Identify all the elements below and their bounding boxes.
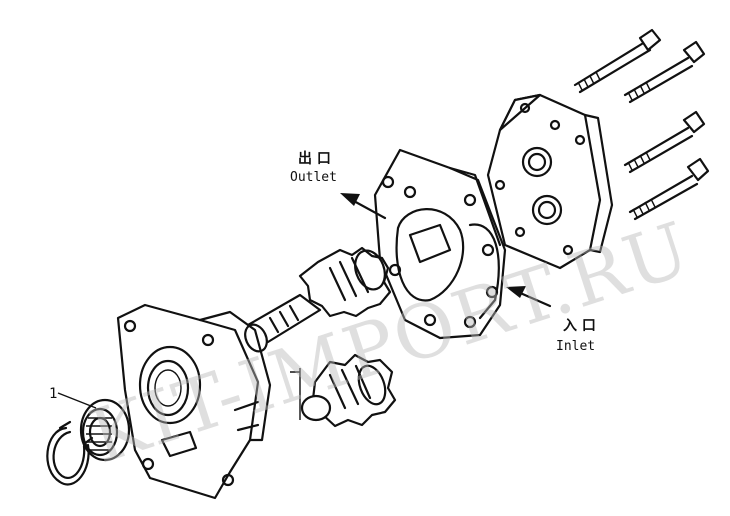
needle-bearing — [79, 398, 131, 462]
bolt-group — [573, 28, 710, 221]
part-callout-1: 1 — [49, 386, 57, 402]
bolt — [628, 157, 710, 221]
front-flange-housing — [116, 303, 272, 500]
driven-gear — [290, 353, 397, 428]
pump-body — [373, 148, 507, 340]
drive-gear-shaft — [244, 246, 392, 353]
inlet-arrow — [506, 286, 552, 308]
inlet-label-cn: 入 口 — [563, 318, 596, 334]
outlet-label: Outlet — [290, 170, 337, 185]
bolt — [573, 28, 662, 94]
retaining-ring — [46, 420, 94, 486]
rear-cover-plate — [486, 93, 614, 270]
bolt — [623, 110, 706, 174]
callout-leader — [57, 392, 97, 409]
outlet-label-cn: 出 口 — [298, 150, 331, 167]
bolt — [623, 40, 706, 104]
outlet-arrow — [340, 193, 387, 220]
inlet-label: Inlet — [556, 339, 595, 354]
